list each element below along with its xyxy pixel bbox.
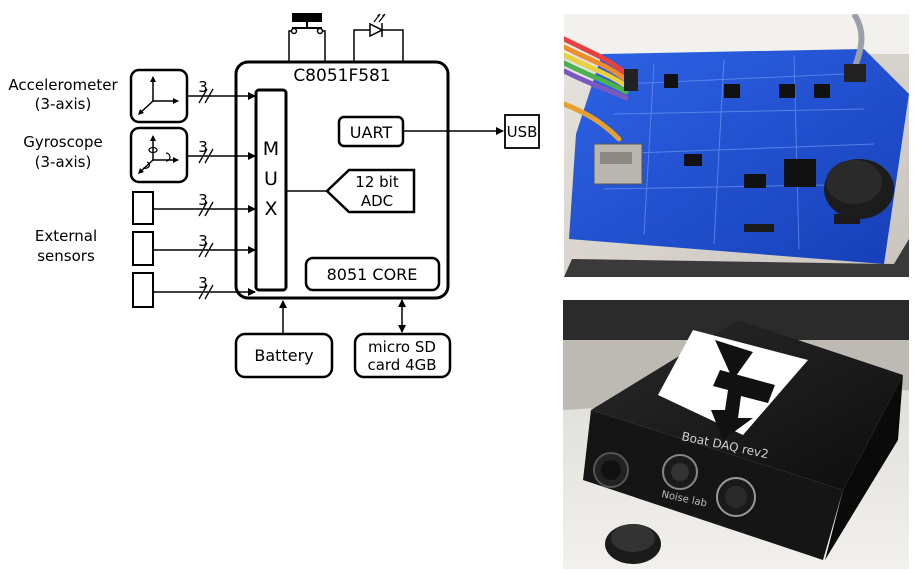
- adc-label-line2: ADC: [361, 192, 393, 210]
- mux-letter-u: U: [264, 168, 278, 190]
- gyroscope-block: [129, 126, 189, 184]
- gyroscope-label-line2: (3-axis): [35, 153, 92, 171]
- mcu-label: C8051F581: [293, 66, 390, 86]
- external-sensor-1: [132, 191, 154, 225]
- gyroscope-bus-width: 3: [198, 138, 208, 156]
- mux-letter-m: M: [263, 138, 279, 160]
- battery-block: [234, 332, 334, 379]
- external-sensor-3: [132, 272, 154, 308]
- sd-card-label-line2: card 4GB: [367, 356, 436, 374]
- button-symbol: [288, 13, 326, 62]
- battery-label: Battery: [254, 346, 313, 365]
- accelerometer-label-line1: Accelerometer: [8, 76, 118, 94]
- gyro-axes-icon: [138, 135, 179, 174]
- external-sensor-1-bus-width: 3: [198, 191, 208, 209]
- adc-label-line1: 12 bit: [355, 173, 399, 191]
- sd-card-block: [353, 332, 452, 379]
- usb-label: USB: [507, 123, 538, 141]
- mux-letter-x: X: [264, 198, 277, 220]
- uart-block: [337, 115, 405, 148]
- external-sensor-3-bus-width: 3: [198, 274, 208, 292]
- external-sensor-2-bus-width: 3: [198, 232, 208, 250]
- core-block: [304, 256, 441, 292]
- gyroscope-label-line1: Gyroscope: [23, 133, 103, 151]
- external-sensor-2: [132, 231, 154, 266]
- accelerometer-label-line2: (3-axis): [35, 95, 92, 113]
- mcu-block: [234, 60, 450, 300]
- led-symbol: [353, 13, 404, 62]
- core-label: 8051 CORE: [327, 265, 418, 284]
- adc-block: [325, 168, 416, 214]
- external-sensors-label-line1: External: [35, 227, 97, 245]
- axes-icon: [138, 76, 179, 115]
- usb-block: [504, 114, 540, 149]
- block-diagram: C8051F581 M U X UART USB 12 bit ADC 8051…: [8, 13, 540, 379]
- external-sensors-label-line2: sensors: [37, 247, 95, 265]
- accelerometer-bus-width: 3: [198, 78, 208, 96]
- uart-label: UART: [350, 123, 393, 142]
- pcb-photo: [564, 14, 909, 277]
- enclosure-photo: Boat DAQ rev2 Noise lab: [563, 300, 909, 569]
- sd-card-label-line1: micro SD: [368, 338, 436, 356]
- mux-block: [254, 88, 288, 292]
